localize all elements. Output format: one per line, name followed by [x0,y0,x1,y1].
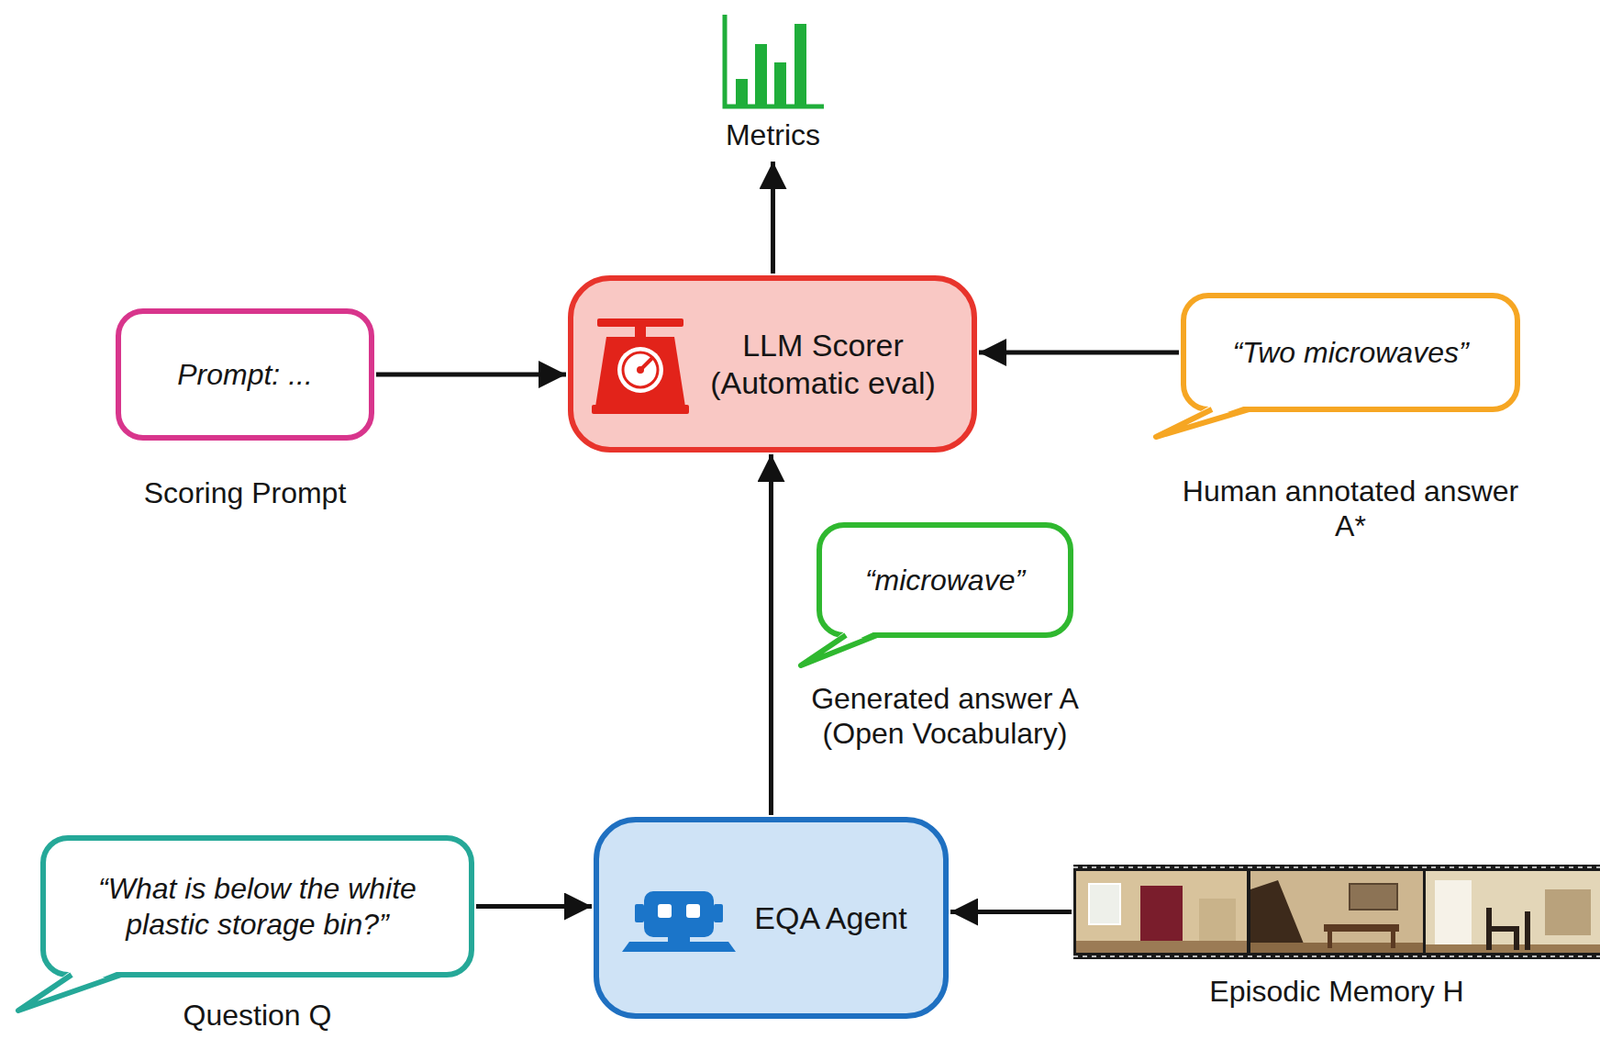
bubble-tail-outline [18,974,122,1011]
node-text: Prompt: ... [177,356,313,392]
bubble-tail-fill [800,630,878,666]
bubble-tail-outline [1155,409,1249,437]
flow-arrow [770,161,776,274]
flow-arrow [768,454,774,815]
node-caption: Scoring Prompt [98,475,392,511]
node-text: EQA Agent [754,899,907,937]
flow-arrow [376,372,567,378]
metrics-node: Metrics [706,11,840,160]
generated-answer-bubble: “microwave”Generated answer A (Open Voca… [816,522,1074,638]
robot-icon [622,887,737,957]
flow-arrow [476,903,592,909]
node-caption: Episodic Memory H [1153,973,1521,1009]
episodic-memory-strip: Episodic Memory H [1073,864,1600,959]
bubble-tail-fill [1155,404,1249,437]
question-bubble: “What is below the white plastic storage… [40,834,475,978]
node-text: “Two microwaves” [1232,334,1468,370]
strip-illustration [1073,864,1600,959]
metrics-illustration [706,11,840,114]
flow-arrow [978,350,1179,356]
flow-arrow [950,909,1072,914]
node-text: LLM Scorer (Automatic eval) [692,326,954,402]
eqa-agent-box: EQA Agent [593,816,949,1019]
scale-illustration [589,316,691,418]
scale-icon [589,316,691,422]
human-answer-bubble: “Two microwaves”Human annotated answer A… [1180,292,1521,412]
node-caption: Generated answer A (Open Vocabulary) [788,680,1101,752]
metrics-icon [706,11,840,118]
node-text: “microwave” [865,562,1025,598]
robot-illustration [622,887,737,954]
bubble-tail-outline [800,634,878,666]
bubble-tail [40,834,475,978]
llm-scorer-box: LLM Scorer (Automatic eval) [567,275,978,453]
bubble-tail-fill [18,969,122,1011]
strip-icon [1073,864,1600,963]
prompt-bubble: Prompt: ...Scoring Prompt [115,308,375,441]
node-caption: Question Q [120,997,396,1033]
node-text: Metrics [725,117,821,153]
node-text: “What is below the white plastic storage… [64,870,451,942]
node-caption: Human annotated answer A* [1166,473,1534,545]
